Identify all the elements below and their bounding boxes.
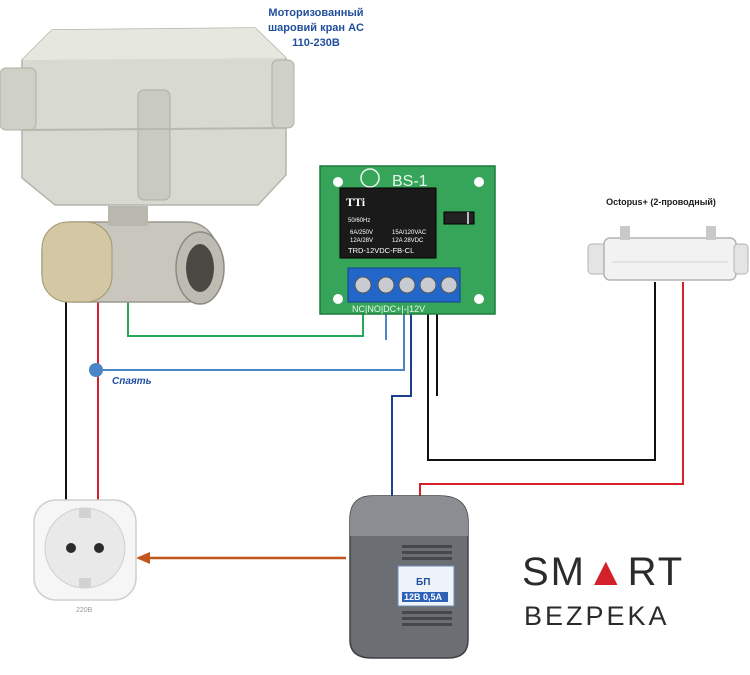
- solder-label: Спаять: [112, 376, 152, 387]
- wire-black-sensor: [427, 282, 656, 461]
- wire-blue-psu-2: [391, 300, 412, 500]
- wire-red-sensor: [419, 282, 684, 500]
- power-supply-icon: [349, 495, 469, 659]
- relay-rating-1: 6A/250V: [350, 230, 373, 236]
- relay-board-icon: [319, 165, 496, 315]
- arrow-head: [136, 552, 150, 564]
- socket-label: 220В: [76, 607, 93, 614]
- lock-icon: ▲: [586, 550, 628, 594]
- wires: [65, 282, 684, 564]
- wire-green: [127, 300, 364, 337]
- valve-title: Моторизованный шаровий кран AC 110-230В: [268, 7, 364, 49]
- logo-bottom: BEZPEKA: [524, 601, 670, 631]
- relay-brand: TTi: [346, 195, 366, 209]
- relay-rating-4: 12A 28VDC: [392, 238, 424, 244]
- solder-point: [89, 363, 103, 377]
- relay-freq: 50/60Hz: [348, 218, 370, 224]
- relay-rating-3: 15A/120VAC: [392, 230, 427, 236]
- relay-terminals: NC|NO|DC+|-|12V: [352, 304, 425, 314]
- motorized-valve-icon: [0, 27, 295, 305]
- relay-name: BS-1: [392, 173, 428, 190]
- relay-model: TRD-12VDC-FB-CL: [348, 246, 414, 255]
- psu-label-1: БП: [416, 577, 430, 588]
- sensor-title: Octopus+ (2-проводный): [606, 197, 716, 207]
- relay-rating-2: 12A/28V: [350, 238, 373, 244]
- power-socket-icon: [33, 499, 137, 601]
- logo-top-a: SM: [522, 550, 586, 594]
- wire-blue-solder: [96, 300, 405, 371]
- leak-sensor-icon: [587, 226, 749, 281]
- psu-label-2: 12В 0,5А: [404, 592, 443, 602]
- logo-top: SM▲RT: [522, 548, 712, 596]
- logo-top-b: RT: [627, 550, 685, 594]
